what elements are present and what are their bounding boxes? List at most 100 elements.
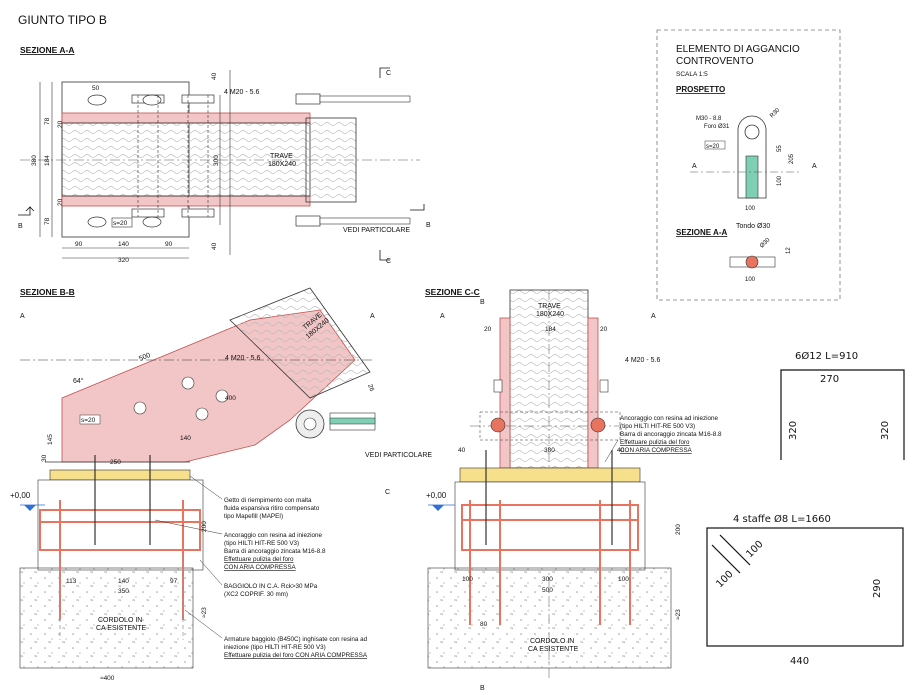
- aa-dim-78b: 78: [44, 217, 51, 225]
- rebar2-dim-100b: 100: [714, 569, 735, 590]
- cc-notes: Ancoraggio con resina ad iniezione (tipo…: [604, 415, 722, 463]
- note-arm-3: Effettuare pulizia del foro CON ARIA COM…: [224, 652, 368, 659]
- bb-cut-a-left: A: [20, 313, 25, 320]
- bb-dim-113: 113: [66, 578, 77, 585]
- aa-see-detail: VEDI PARTICOLARE: [343, 227, 410, 234]
- section-cc-title: SEZIONE C-C: [425, 287, 480, 297]
- cc-beam-size: 180X240: [536, 311, 564, 318]
- note-arm-1: Armature baggiolo (B450C) inghisate con …: [224, 636, 368, 643]
- aa-beam-size: 180X240: [268, 161, 296, 168]
- rebar-schedule-2: 4 staffe Ø8 L=1660 100 100 290 440: [706, 513, 904, 667]
- cc-level: +0,00: [426, 491, 447, 500]
- aa-dim-140: 140: [118, 241, 129, 248]
- aa-thickness: s=20: [113, 220, 128, 227]
- aa-dim-40a: 40: [211, 72, 218, 80]
- cc-dim-40a: 40: [458, 447, 466, 454]
- cc-dim-500: 500: [542, 587, 553, 594]
- bb-cordolo-2: CA ESISTENTE: [96, 625, 147, 632]
- cc-cordolo-1: CORDOLO IN: [530, 638, 574, 645]
- note-getto-3: tipo Mapefill (MAPEI): [224, 513, 283, 520]
- detail-title-1: ELEMENTO DI AGGANCIO: [676, 44, 800, 55]
- detail-dim-12: 12: [786, 247, 792, 254]
- rebar1-left: 320: [788, 421, 799, 440]
- bb-level: +0,00: [10, 491, 31, 500]
- note-bag-1: BAGGIOLO IN C.A. Rck>30 MPa: [224, 583, 318, 590]
- bb-thickness: s=20: [81, 417, 96, 424]
- aa-dim-380: 380: [31, 155, 38, 166]
- cc-cut-b-bottom: B: [480, 685, 485, 692]
- note-anc-4: Effettuare pulizia del foro: [224, 556, 294, 563]
- section-cc-drawing: +0,00 TRAVE 180X240 4 M20 - 5.6 20 184 2…: [426, 289, 682, 692]
- cc-dim-230: ≈23: [675, 609, 682, 620]
- cc-note-anc-3: Barra di ancoraggio zincata M16-8.8: [620, 431, 722, 438]
- note-anc-3: Barra di ancoraggio zincata M16-8.8: [224, 548, 326, 555]
- section-aa-drawing: TRAVE 180X240 4 M20 - 5.6 s=20 VEDI PART…: [18, 67, 431, 265]
- detail-rod: Tondo Ø30: [736, 223, 770, 230]
- aa-bolts-label: 4 M20 - 5.6: [224, 89, 260, 96]
- bb-dim-350: 350: [118, 588, 129, 595]
- detail-cut-a-right: A: [812, 163, 817, 170]
- bb-dim-26: 26: [366, 383, 375, 393]
- cc-cut-a-left: A: [440, 313, 445, 320]
- aa-dim-184: 184: [44, 155, 51, 166]
- aa-dim-20b: 20: [57, 198, 64, 206]
- section-bb-title: SEZIONE B-B: [20, 287, 75, 297]
- bb-dim-230: ≈23: [201, 607, 208, 618]
- note-getto-1: Getto di riempimento con malta: [224, 497, 312, 504]
- aa-cut-b-left: B: [18, 223, 23, 230]
- bb-dim-400b: ≈400: [100, 675, 115, 682]
- detail-thickness: s=20: [706, 144, 720, 150]
- aa-dim-40b: 40: [211, 242, 218, 250]
- rebar1-right: 320: [880, 421, 891, 440]
- note-bag-2: (XC2 COPRIF. 30 mm): [224, 591, 288, 598]
- cc-bolts-label: 4 M20 - 5.6: [625, 357, 661, 364]
- detail-dim-100: 100: [777, 175, 783, 186]
- rebar-schedule-1: 6Ø12 L=910 270 320 320: [780, 350, 905, 460]
- cc-note-anc-2: (tipo HILTI HIT-RE 500 V3): [620, 423, 695, 430]
- rebar1-label: 6Ø12 L=910: [795, 350, 858, 362]
- rebar2-side: 290: [872, 579, 883, 598]
- bb-dim-140b: 140: [118, 578, 129, 585]
- aa-cut-b-right: B: [426, 222, 431, 229]
- note-anc-2: (tipo HILTI HIT-RE 500 V3): [224, 540, 299, 547]
- aa-beam-label: TRAVE: [270, 153, 293, 160]
- aa-dim-78a: 78: [44, 117, 51, 125]
- detail-box: ELEMENTO DI AGGANCIO CONTROVENTO SCALA 1…: [656, 29, 841, 301]
- cc-cordolo-2: CA ESISTENTE: [528, 646, 579, 653]
- aa-dim-320: 320: [118, 257, 129, 264]
- cc-dim-20b: 20: [600, 326, 608, 333]
- cc-cut-a-right: A: [651, 313, 656, 320]
- detail-dim-d30: Ø30: [759, 237, 772, 250]
- bb-dim-30: 30: [41, 454, 48, 462]
- bb-dim-145: 145: [47, 434, 54, 445]
- detail-bolt: M30 - 8.8: [696, 116, 722, 122]
- detail-cut-a-left: A: [692, 163, 697, 170]
- bb-cut-c: C: [385, 489, 390, 496]
- cc-dim-40b: 40: [617, 447, 625, 454]
- rebar1-top: 270: [820, 374, 839, 385]
- bb-cordolo-1: CORDOLO IN: [98, 617, 142, 624]
- bb-dim-angle: 64°: [73, 377, 84, 385]
- cc-cut-b-top: B: [480, 299, 485, 306]
- detail-title-2: CONTROVENTO: [676, 56, 754, 67]
- cc-note-anc-4: Effettuare pulizia del foro: [620, 439, 690, 446]
- cc-dim-100b: 100: [618, 576, 629, 583]
- bb-dim-250: 250: [110, 459, 121, 466]
- cc-dim-100a: 100: [462, 576, 473, 583]
- bb-dim-400: 400: [225, 395, 236, 402]
- sheet-title: GIUNTO TIPO B: [18, 13, 107, 27]
- cc-dim-184: 184: [545, 326, 556, 333]
- cc-note-anc-1: Ancoraggio con resina ad iniezione: [620, 415, 719, 422]
- bb-dim-97: 97: [170, 578, 178, 585]
- rebar2-label: 4 staffe Ø8 L=1660: [733, 513, 831, 525]
- section-bb-drawing: +0,00 s=20 4 M20 - 5.6 TRAVE 180X240 VED…: [10, 287, 432, 682]
- note-anc-5: CON ARIA COMPRESSA: [224, 564, 297, 571]
- aa-dim-50: 50: [92, 85, 100, 92]
- detail-dim-r30: R30: [769, 107, 781, 119]
- detail-dim-w100b: 100: [745, 277, 756, 283]
- cc-beam-label: TRAVE: [538, 303, 561, 310]
- detail-section-label: SEZIONE A-A: [676, 228, 727, 237]
- note-anc-1: Ancoraggio con resina ad iniezione: [224, 532, 323, 539]
- bb-notes: Getto di riempimento con malta fluida es…: [154, 475, 368, 659]
